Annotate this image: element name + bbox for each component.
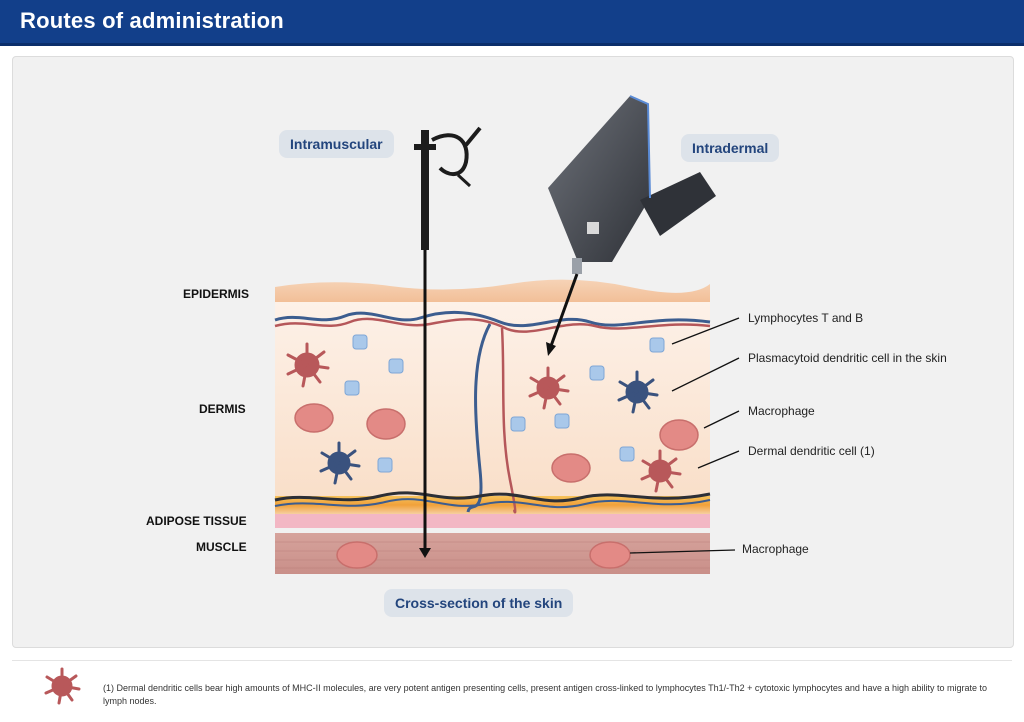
adipose-pink-band	[275, 514, 710, 528]
callout-plasmacytoid: Plasmacytoid dendritic cell in the skin	[748, 351, 947, 365]
vessel-vertical-red	[500, 327, 517, 514]
dendritic-cell-blue-2	[617, 370, 659, 414]
callout-lymphocytes: Lymphocytes T and B	[748, 311, 864, 325]
header-bar: Routes of administration	[0, 0, 1024, 46]
footnote-divider	[12, 660, 1012, 661]
callout-dermal-dendritic: Dermal dendritic cell (1)	[748, 444, 875, 458]
callout-macrophage-dermis: Macrophage	[748, 404, 815, 418]
callout-pointers	[629, 317, 740, 554]
injector-intradermal	[546, 95, 716, 356]
syringe-intramuscular	[414, 126, 482, 558]
epidermis-layer	[275, 279, 710, 302]
vessel-bottom-dark	[274, 491, 711, 503]
dendritic-cell-red-2	[528, 366, 570, 410]
footnote-dendritic-icon	[44, 667, 81, 705]
dendritic-cell-blue-1	[319, 441, 361, 485]
footnote-text: (1) Dermal dendritic cells bear high amo…	[103, 683, 988, 706]
page-title: Routes of administration	[20, 8, 284, 33]
vessel-top-red	[274, 317, 711, 333]
intramuscular-label: Intramuscular	[279, 130, 394, 158]
epidermis-label: EPIDERMIS	[183, 287, 250, 301]
dendritic-cell-red-1	[286, 342, 330, 388]
adipose-label: ADIPOSE TISSUE	[146, 514, 247, 528]
vessel-vertical-blue	[466, 323, 492, 513]
muscle-label: MUSCLE	[196, 540, 247, 554]
vessel-bottom-blue	[274, 498, 711, 509]
macrophages	[294, 403, 699, 569]
callout-macrophage-muscle: Macrophage	[742, 542, 809, 556]
dendritic-cell-red-3	[640, 449, 682, 493]
vessel-top-blue	[274, 310, 711, 328]
intradermal-label: Intradermal	[681, 134, 780, 162]
lymphocytes	[344, 334, 665, 473]
dermis-label: DERMIS	[199, 402, 246, 416]
cross-section-caption: Cross-section of the skin	[384, 589, 574, 617]
